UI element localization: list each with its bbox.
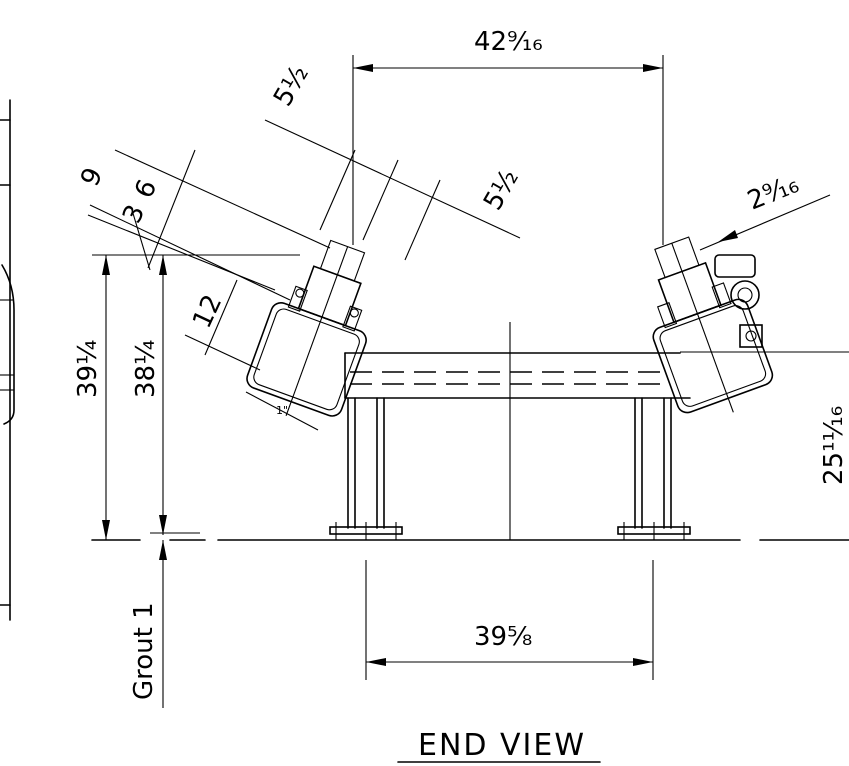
dim-offset-right-label: 5½ (478, 164, 525, 215)
view-title: END VIEW (418, 728, 586, 763)
dim-right-slanted (699, 194, 831, 251)
frame-legs (347, 397, 672, 529)
frame-beam (344, 352, 691, 399)
dim-width-6-label: 6 (129, 175, 163, 203)
right-idler-assembly (652, 236, 774, 414)
dim-right-height-label: 25¹¹⁄₁₆ (819, 406, 849, 485)
dim-width-3-label: 3 (117, 200, 151, 228)
dim-offset-left-label: 5½ (268, 60, 315, 111)
dim-bottom-span (365, 560, 654, 680)
ground-line (91, 532, 849, 541)
dim-left-slanted (87, 119, 521, 431)
dim-right-small-label: 2⁹⁄₁₆ (743, 169, 803, 216)
base-plates (329, 522, 691, 540)
left-partial-view (0, 99, 15, 621)
dim-top-span-label: 42⁹⁄₁₆ (474, 27, 543, 57)
dim-bottom-span-label: 39⁵⁄₈ (474, 622, 532, 652)
dim-width-9-label: 9 (75, 163, 109, 191)
grout-label: Grout 1 (129, 602, 159, 700)
dim-top-span (352, 55, 664, 245)
dim-depth-12-label: 12 (187, 290, 228, 333)
left-idler-assembly (246, 239, 367, 417)
small-label: 1" (276, 404, 288, 417)
dim-left-outer-height-label: 39¼ (73, 340, 103, 398)
right-gear-detail (714, 254, 763, 348)
dim-left-inner-height-label: 38¼ (131, 340, 161, 398)
